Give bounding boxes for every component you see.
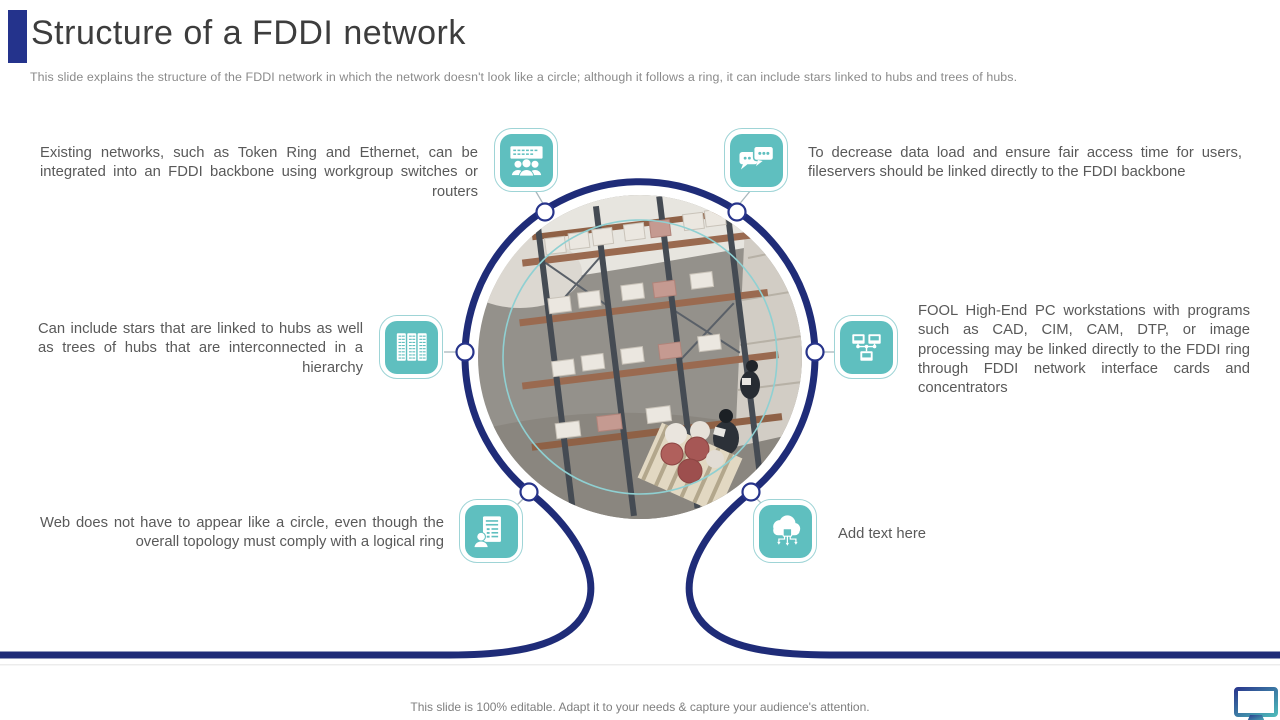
worker-figures [713,360,760,455]
ring-nodes [455,202,825,502]
icon-tile-top-left [494,128,558,192]
item-text-top-right: To decrease data load and ensure fair ac… [808,145,1242,181]
presentation-audience-icon [499,133,553,187]
icon-tile-bottom-left [459,499,523,563]
item-text-bottom-right: Add text here [838,526,927,542]
fddi-main-ring [461,178,819,496]
icon-connectors [444,189,836,507]
icon-tile-middle-left [379,315,443,379]
inner-teal-ring [502,219,778,495]
page-title: Structure of a FDDI network [31,14,466,52]
icon-tile-top-right [724,128,788,192]
warehouse-photo [478,195,802,519]
cloud-network-icon [758,504,812,558]
document-person-icon [464,504,518,558]
chat-bubbles-icon [729,133,783,187]
baseline-shadow [0,664,1280,666]
footer-note: This slide is 100% editable. Adapt it to… [410,700,870,714]
item-text-top-left: Existing networks, such as Token Ring an… [40,145,478,200]
icon-tile-middle-right [834,315,898,379]
pallet-with-goods [637,421,743,514]
network-computers-icon [839,320,893,374]
item-text-middle-left: Can include stars that are linked to hub… [38,321,363,376]
slide-subtitle: This slide explains the structure of the… [30,70,1018,84]
item-text-middle-right: FOOL High-End PC workstations with progr… [918,303,1250,397]
server-columns-icon [384,320,438,374]
title-accent-bar [8,10,27,63]
icon-tile-bottom-right [753,499,817,563]
item-text-bottom-left: Web does not have to appear like a circl… [40,515,444,551]
monitor-logo-icon [1234,687,1278,720]
